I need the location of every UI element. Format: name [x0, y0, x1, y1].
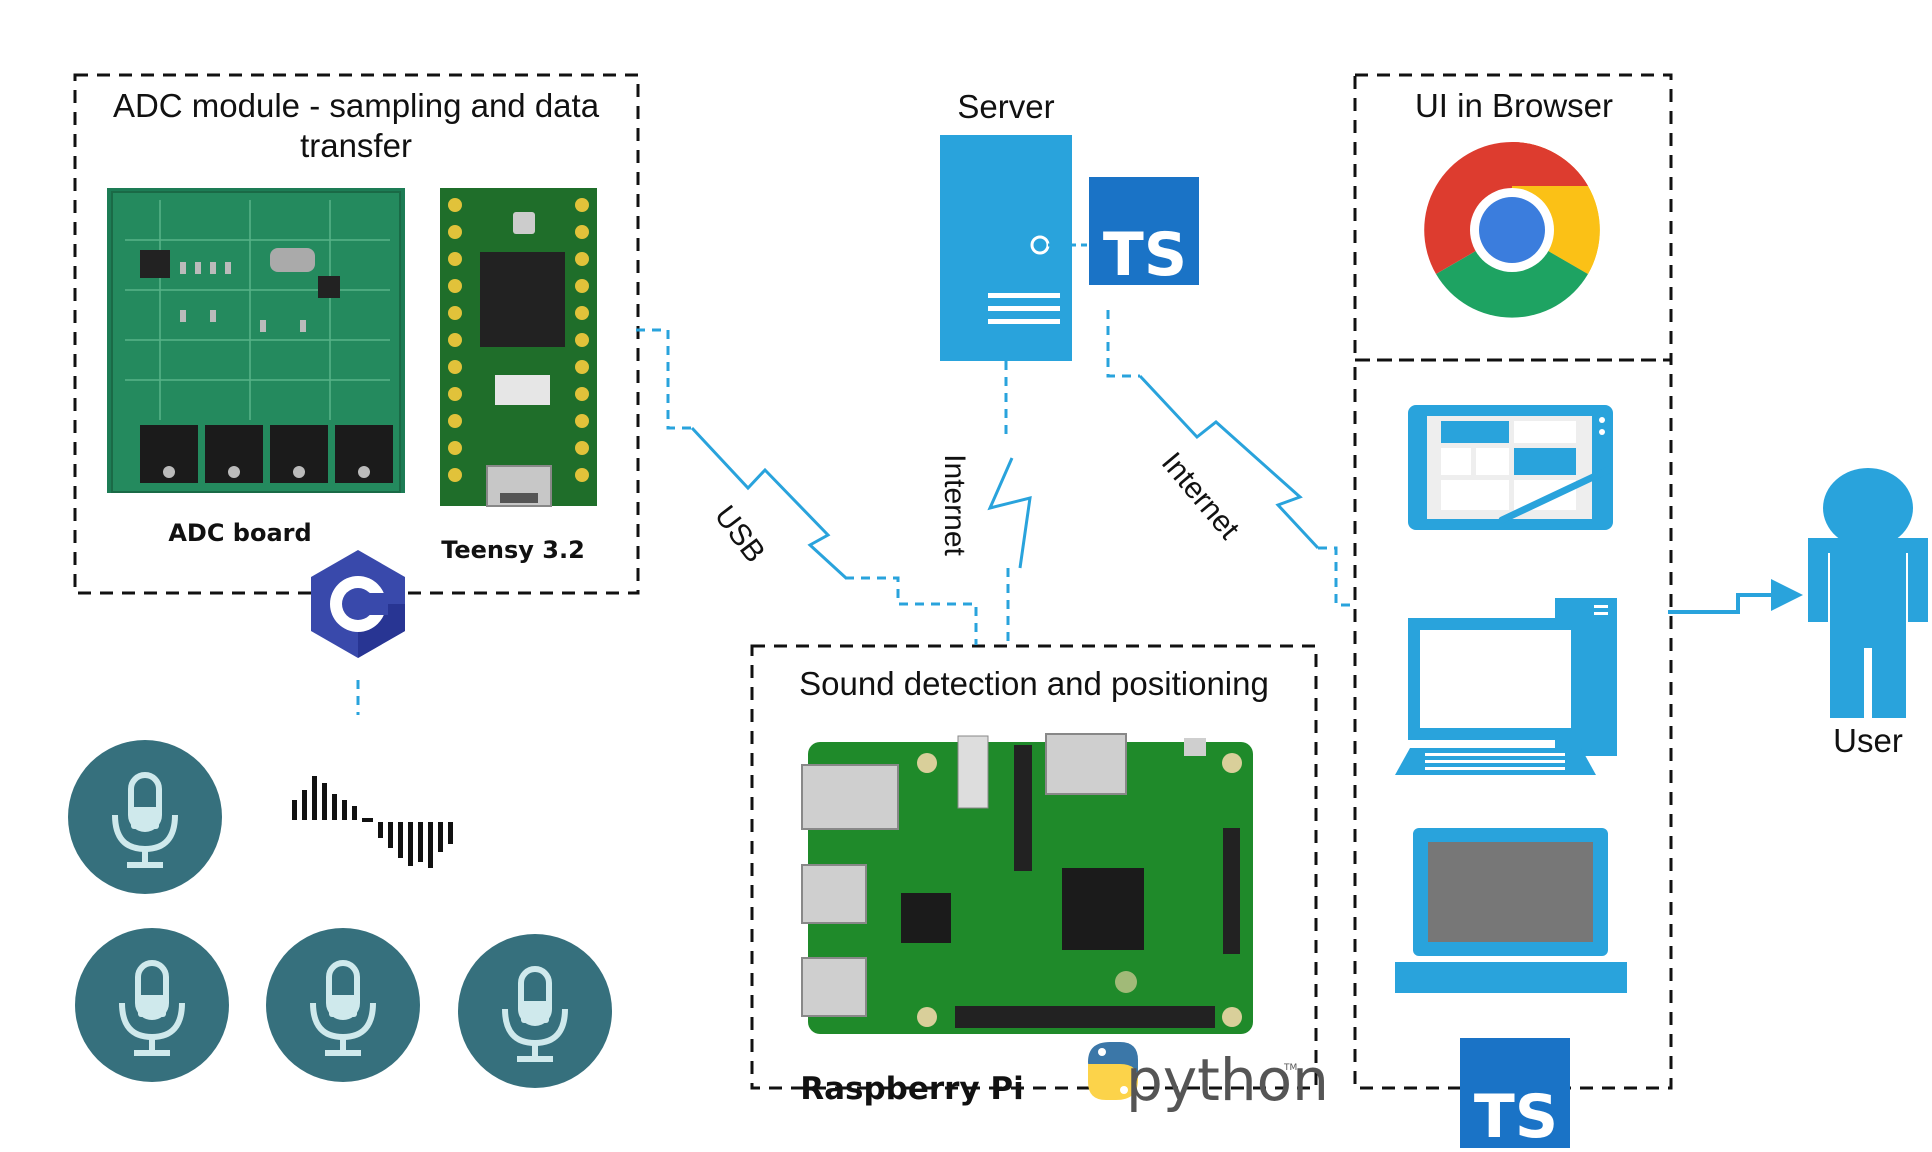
python-trademark: TM: [1283, 1063, 1297, 1073]
microphone-icon: [458, 934, 612, 1088]
internet-vertical-label: Internet: [938, 454, 971, 556]
microphone-icon: [75, 928, 229, 1082]
internet-diagonal-line-lower: [1318, 546, 1356, 607]
internet-diagonal-label: Internet: [1155, 446, 1246, 546]
lightning-icon: [987, 457, 1032, 569]
adc-board-image: [107, 188, 405, 493]
user-label: User: [1833, 722, 1903, 759]
python-logo: python TM: [1088, 1042, 1329, 1114]
server-icon: [940, 135, 1072, 361]
teensy-board-image: [440, 188, 597, 507]
adc-board-label: ADC board: [168, 519, 311, 547]
lightning-icon: [1138, 374, 1320, 550]
user-icon: [1808, 468, 1928, 718]
browser-ui-box: UI in Browser: [1353, 73, 1673, 1090]
raspberry-pi-board: [801, 733, 1253, 1034]
usb-connection-line-lower: [845, 576, 978, 645]
sound-detection-title: Sound detection and positioning: [799, 665, 1269, 702]
browser-ui-title: UI in Browser: [1415, 87, 1613, 124]
adc-module-title: ADC module - sampling and data: [113, 87, 600, 124]
teensy-label: Teensy 3.2: [441, 536, 585, 564]
microphone-array: [68, 740, 612, 1088]
tablet-icon: [1408, 405, 1613, 530]
microphone-icon: [68, 740, 222, 894]
internet-diagonal-line-upper: [1106, 310, 1140, 378]
usb-link-label: USB: [708, 500, 771, 569]
soundwave-icon: [292, 776, 453, 868]
lightning-icon: [690, 426, 848, 580]
adc-module-title-cont: transfer: [300, 127, 412, 164]
microphone-icon: [266, 928, 420, 1082]
usb-connection-line: [636, 328, 692, 430]
chrome-icon: [1424, 142, 1600, 318]
desktop-icon: [1395, 598, 1617, 775]
ts-logo-text: TS: [1103, 220, 1187, 290]
sound-detection-box: Sound detection and positioning: [750, 644, 1318, 1090]
browser-to-user-arrow: [1668, 579, 1803, 614]
laptop-icon: [1395, 828, 1627, 993]
adc-module-box: ADC module - sampling and data transfer: [73, 73, 640, 595]
typescript-logo-browser: TS: [1460, 1038, 1570, 1152]
typescript-logo-server: TS: [1089, 177, 1199, 290]
c-language-logo: C: [311, 550, 405, 701]
server-title: Server: [957, 88, 1054, 125]
python-wordmark: python: [1126, 1046, 1329, 1114]
ts-logo-text: TS: [1474, 1082, 1558, 1152]
raspberry-pi-label: Raspberry Pi: [800, 1071, 1024, 1107]
